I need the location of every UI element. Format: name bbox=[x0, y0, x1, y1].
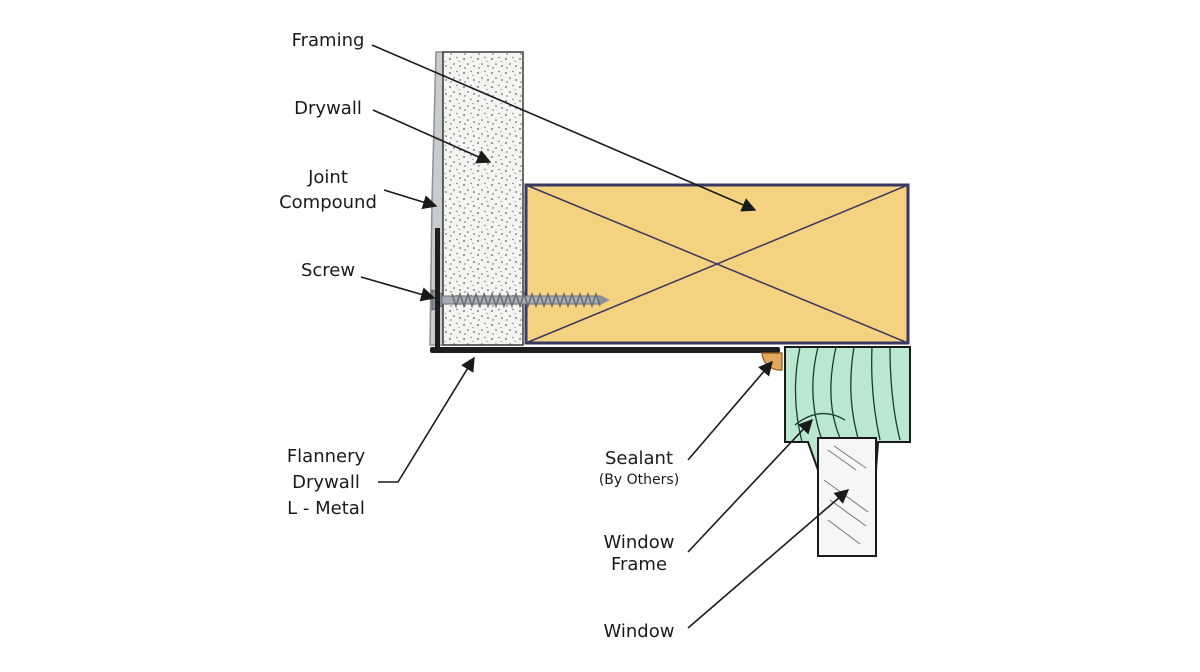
framing-leader bbox=[371, 44, 757, 212]
label-screw: Screw bbox=[301, 260, 355, 281]
label-framing: Framing bbox=[292, 30, 365, 51]
joint-compound-leader bbox=[383, 189, 438, 210]
window-glass bbox=[817, 437, 877, 557]
window-frame-leader bbox=[687, 418, 813, 553]
label-drywall: Drywall bbox=[294, 98, 362, 119]
label-sealant: Sealant bbox=[605, 448, 673, 469]
label-l-metal-2: Drywall bbox=[292, 472, 360, 493]
l-metal-trim bbox=[430, 228, 780, 353]
label-sealant-sub: (By Others) bbox=[599, 472, 679, 488]
label-window-frame-2: Frame bbox=[611, 554, 667, 575]
window-leader bbox=[687, 489, 850, 629]
label-window-frame-1: Window bbox=[604, 532, 675, 553]
label-l-metal-3: L - Metal bbox=[287, 498, 365, 519]
label-window: Window bbox=[604, 621, 675, 642]
label-joint-compound-1: Joint bbox=[307, 167, 348, 188]
drywall-leader bbox=[372, 109, 492, 164]
l-metal-leader bbox=[378, 356, 475, 483]
sealant-bead bbox=[761, 352, 783, 371]
framing-lumber bbox=[524, 183, 910, 345]
window-frame-section bbox=[784, 346, 911, 471]
label-l-metal-1: Flannery bbox=[287, 446, 366, 467]
label-joint-compound-2: Compound bbox=[279, 192, 377, 213]
screw-leader bbox=[360, 276, 436, 302]
sealant-leader bbox=[687, 360, 773, 461]
